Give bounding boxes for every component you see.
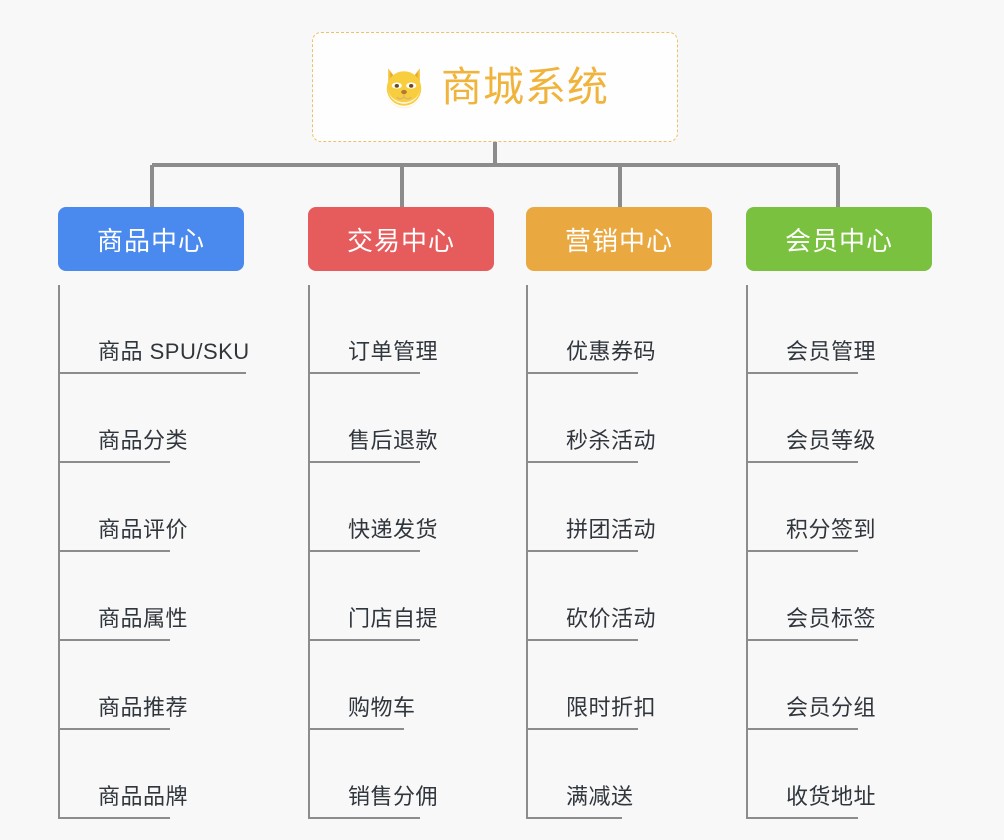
leaf-item-label: 快递发货 (348, 517, 439, 542)
leaf-item[interactable]: 购物车 (310, 641, 415, 730)
leaf-item[interactable]: 满减送 (528, 730, 633, 819)
leaf-item-label: 积分签到 (786, 517, 877, 542)
leaf-item[interactable]: 积分签到 (748, 463, 876, 552)
leaf-list: 订单管理售后退款快递发货门店自提购物车销售分佣 (308, 285, 494, 819)
leaf-item[interactable]: 收货地址 (748, 730, 876, 819)
leaf-item[interactable]: 秒杀活动 (528, 374, 656, 463)
category-header-label: 会员中心 (784, 225, 893, 256)
leaf-item[interactable]: 商品推荐 (60, 641, 188, 730)
leaf-item[interactable]: 商品分类 (60, 374, 188, 463)
branch-column-member-center: 会员中心会员管理会员等级积分签到会员标签会员分组收货地址 (746, 207, 932, 819)
category-header-trade-center[interactable]: 交易中心 (308, 207, 494, 271)
leaf-item[interactable]: 限时折扣 (528, 641, 656, 730)
leaf-item-label: 订单管理 (348, 339, 439, 364)
leaf-item[interactable]: 销售分佣 (310, 730, 438, 819)
branch-column-trade-center: 交易中心订单管理售后退款快递发货门店自提购物车销售分佣 (308, 207, 494, 819)
category-header-label: 交易中心 (346, 225, 455, 256)
leaf-item-label: 会员管理 (786, 339, 877, 364)
leaf-item-label: 满减送 (566, 784, 634, 809)
leaf-item-label: 收货地址 (786, 784, 877, 809)
category-header-member-center[interactable]: 会员中心 (746, 207, 932, 271)
leaf-item[interactable]: 商品 SPU/SKU (60, 285, 249, 374)
leaf-item-label: 拼团活动 (566, 517, 657, 542)
leaf-item-label: 商品分类 (98, 428, 189, 453)
leaf-item-label: 门店自提 (348, 606, 439, 631)
leaf-item[interactable]: 会员分组 (748, 641, 876, 730)
leaf-item[interactable]: 快递发货 (310, 463, 438, 552)
leaf-item[interactable]: 拼团活动 (528, 463, 656, 552)
category-header-label: 营销中心 (564, 225, 673, 256)
leaf-item-label: 秒杀活动 (566, 428, 657, 453)
leaf-item-label: 销售分佣 (348, 784, 439, 809)
leaf-list: 会员管理会员等级积分签到会员标签会员分组收货地址 (746, 285, 932, 819)
leaf-item[interactable]: 商品评价 (60, 463, 188, 552)
leaf-item[interactable]: 会员管理 (748, 285, 876, 374)
leaf-item[interactable]: 砍价活动 (528, 552, 656, 641)
leaf-item-label: 会员等级 (786, 428, 877, 453)
leaf-item-label: 商品推荐 (98, 695, 189, 720)
root-title: 商城系统 (441, 63, 609, 110)
branch-column-marketing-center: 营销中心优惠券码秒杀活动拼团活动砍价活动限时折扣满减送 (526, 207, 712, 819)
leaf-list: 商品 SPU/SKU 商品分类商品评价商品属性商品推荐商品品牌 (58, 285, 249, 819)
leaf-item[interactable]: 商品属性 (60, 552, 188, 641)
leaf-list: 优惠券码秒杀活动拼团活动砍价活动限时折扣满减送 (526, 285, 712, 819)
branch-column-product-center: 商品中心商品 SPU/SKU 商品分类商品评价商品属性商品推荐商品品牌 (58, 207, 249, 819)
category-header-product-center[interactable]: 商品中心 (58, 207, 244, 271)
leaf-item-label: 会员分组 (786, 695, 877, 720)
leaf-item[interactable]: 商品品牌 (60, 730, 188, 819)
leaf-item[interactable]: 售后退款 (310, 374, 438, 463)
leaf-item-label: 商品 SPU/SKU (98, 339, 250, 364)
root-node[interactable]: 商城系统 (312, 32, 678, 142)
leaf-item-label: 购物车 (348, 695, 416, 720)
leaf-item[interactable]: 优惠券码 (528, 285, 656, 374)
leaf-item-label: 限时折扣 (566, 695, 657, 720)
leaf-item-label: 会员标签 (786, 606, 877, 631)
leaf-item[interactable]: 订单管理 (310, 285, 438, 374)
leaf-item-label: 砍价活动 (566, 606, 657, 631)
shiba-dog-face-icon (386, 68, 422, 109)
leaf-item-label: 商品品牌 (98, 784, 189, 809)
leaf-item-label: 售后退款 (348, 428, 439, 453)
leaf-item[interactable]: 会员等级 (748, 374, 876, 463)
category-header-marketing-center[interactable]: 营销中心 (526, 207, 712, 271)
leaf-item-label: 优惠券码 (566, 339, 657, 364)
category-header-label: 商品中心 (96, 225, 205, 256)
leaf-item[interactable]: 会员标签 (748, 552, 876, 641)
leaf-item-label: 商品属性 (98, 606, 189, 631)
leaf-item-label: 商品评价 (98, 517, 189, 542)
leaf-item[interactable]: 门店自提 (310, 552, 438, 641)
